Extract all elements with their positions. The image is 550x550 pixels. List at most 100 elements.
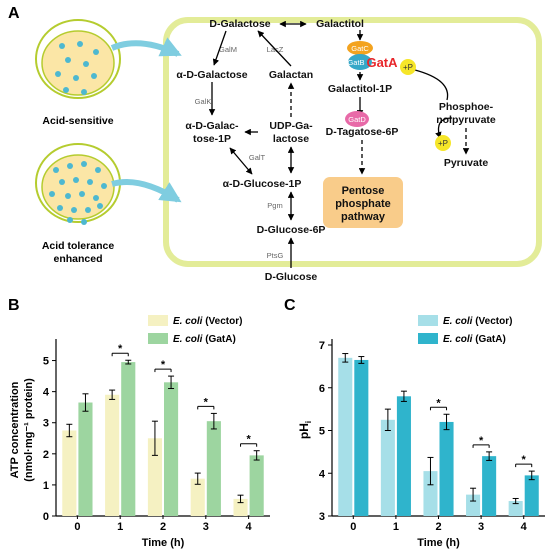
bar-gata [354,359,369,516]
significance-star: * [479,435,484,447]
x-tick-label: 2 [160,521,166,533]
bacterium-dot [81,219,87,225]
x-tick-label: 3 [478,521,484,533]
x-tick-label: 2 [435,521,441,533]
bacterium-dot [87,179,93,185]
metabolite-pep-line2: nolpyruvate [436,114,496,126]
bacterium-dot [81,161,87,167]
bacterium-dot [57,205,63,211]
y-tick-label: 1 [43,480,49,492]
arrow-dish2-to-cell [111,179,182,203]
metabolite-d-glucose: D-Glucose [265,271,318,283]
arrow-galactose-to-alpha [212,30,227,66]
ppp-line2: phosphate [335,198,391,210]
x-axis-label: Time (h) [417,537,460,549]
y-tick-label: 3 [319,511,325,523]
x-tick-label: 4 [246,521,253,533]
bacterium-dot [97,203,103,209]
bacterium-dot [63,87,69,93]
x-tick-label: 0 [74,521,80,533]
gatc-protein [347,41,373,55]
bar-gata [439,421,454,516]
bacterium-dot [95,167,101,173]
metabolite-udp-galactose-line1: UDP-Ga- [269,120,313,132]
bacterium-dot [93,195,99,201]
bacterium-dot [59,43,65,49]
bar-vector [147,438,162,516]
arrow-galac-1p-glucose-1p [229,147,253,175]
significance-star: * [436,397,441,409]
x-tick-label: 1 [393,521,399,533]
metabolite-alpha-galac-1p-line1: α-D-Galac- [185,120,239,132]
metabolite-pyruvate: Pyruvate [444,157,489,169]
arrow-pep-to-phospho [414,69,449,101]
x-tick-label: 3 [203,521,209,533]
enzyme-galm: GalM [219,45,237,54]
bar-gata [78,402,93,516]
y-tick-label: 0 [43,511,49,523]
gatc-label: GatC [351,44,369,53]
bar-vector [466,494,481,516]
metabolite-d-tagatose-6p: D-Tagatose-6P [326,126,399,138]
y-axis-label: pHi [297,421,313,439]
metabolite-galactitol: Galactitol [316,18,364,30]
enzyme-pgm: Pgm [267,201,282,210]
legend-label: E. coli (GatA) [173,334,236,345]
bacterium-dot [65,193,71,199]
petri-dish-acid-tolerant [35,143,121,225]
ppp-line1: Pentose [342,185,385,197]
bar-gata [121,362,136,516]
bacterium-dot [83,61,89,67]
panel-a: A Acid-sensitive Acid tolerance enhanced… [8,5,542,283]
ppp-line3: pathway [341,211,386,223]
pts-complex: GatC GatB GatA +P [347,41,416,75]
metabolite-d-glucose-6p: D-Glucose-6P [257,224,326,236]
bar-vector [508,501,523,516]
metabolite-alpha-galac-1p-line2: tose-1P [193,133,231,145]
arrow-galactan-to-galactose [257,30,292,67]
bar-gata [249,455,264,516]
metabolite-d-galactose: D-Galactose [209,18,270,30]
bacterium-dot [59,179,65,185]
gatb-label: GatB [347,58,364,67]
arrow-dish1-to-cell [110,37,182,57]
bacterium-dot [65,57,71,63]
cell-outline [163,17,542,267]
bacterium-dot [67,163,73,169]
significance-star: * [161,359,166,371]
bar-vector [338,357,353,516]
metabolite-galactan: Galactan [269,69,313,81]
legend-swatch-gata [148,333,168,344]
y-axis-label-line1: ATP concentration [9,381,21,478]
bacterium-dot [67,217,73,223]
dish-label-acid-sensitive: Acid-sensitive [42,115,113,127]
significance-star: * [246,434,251,446]
bacterium-dot [73,177,79,183]
bacteria-dots [49,161,107,225]
legend-label: E. coli (GatA) [443,334,506,345]
enzyme-ptsg: PtsG [267,251,284,260]
bar-gata [206,421,221,516]
bar-vector [233,498,248,516]
gatd-label: GatD [348,115,366,124]
bacterium-dot [71,207,77,213]
y-axis-label-line2: (nmol·mg⁻¹ protein) [23,378,35,482]
arrow-pep-to-plus-p [435,117,453,139]
bacterium-dot [93,49,99,55]
x-axis-label: Time (h) [142,537,185,549]
bar-gata [482,456,497,516]
bacterium-dot [55,71,61,77]
legend-swatch-vector [418,315,438,326]
enzyme-galt: GalT [249,153,266,162]
enzyme-galk: GalK [195,97,212,106]
petri-dish-acid-sensitive [35,19,121,99]
panel-label-c: C [284,297,296,314]
gata-label: GatA [366,55,398,70]
phosphate-circle [400,59,416,75]
significance-star: * [204,396,209,408]
bar-vector [62,430,77,516]
bar-vector [190,478,205,516]
bacterium-dot [101,183,107,189]
significance-star: * [118,343,123,355]
